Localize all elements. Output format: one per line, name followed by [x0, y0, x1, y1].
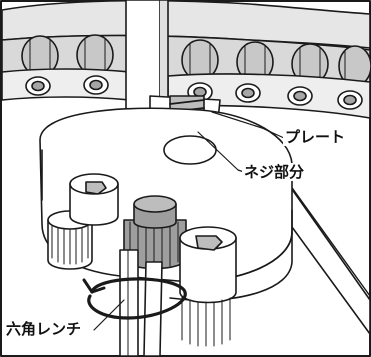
bolt-hole	[163, 135, 217, 165]
rotation-arrow	[82, 277, 187, 320]
chain	[1, 0, 371, 119]
chain-lower-plate-right	[167, 73, 371, 119]
roller-shading	[29, 38, 346, 83]
plate-leader	[211, 111, 285, 139]
hex-wrench	[119, 249, 163, 357]
chain-lower-plate-left	[1, 68, 131, 101]
hex-wrench-label: 六角レンチ	[4, 320, 84, 338]
plate-label: プレート	[283, 128, 348, 146]
threaded-part-label: ネジ部分	[242, 163, 307, 181]
chain-rollers	[21, 34, 371, 87]
hex-socket	[85, 181, 107, 195]
wrench-leader	[93, 299, 125, 331]
